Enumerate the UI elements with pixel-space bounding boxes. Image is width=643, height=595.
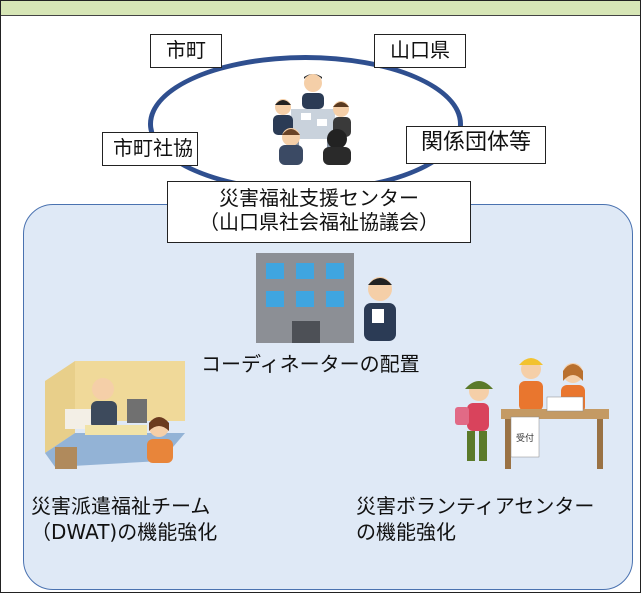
- center-organization: （山口県社会福祉協議会）: [199, 210, 439, 234]
- disaster-welfare-center-label: 災害福祉支援センター （山口県社会福祉協議会）: [167, 181, 471, 243]
- volunteer-caption-line2: の機能強化: [356, 520, 456, 544]
- evacuation-shelter-icon: [45, 361, 185, 469]
- volunteer-center-caption: 災害ボランティアセンター の機能強化: [356, 493, 594, 545]
- building-coordinator-icon: [256, 253, 396, 343]
- center-name: 災害福祉支援センター: [219, 186, 419, 210]
- volunteer-reception-icon: 受付: [455, 358, 609, 469]
- volunteer-caption-line1: 災害ボランティアセンター: [356, 494, 595, 518]
- related-groups-label: 関係団体等: [406, 126, 546, 164]
- dwat-caption: 災害派遣福祉チーム （DWAT)の機能強化: [31, 493, 217, 545]
- city-social-welfare-label: 市町社協: [102, 132, 198, 166]
- coordinator-caption: コーディネーターの配置: [201, 352, 420, 376]
- dwat-caption-line1: 災害派遣福祉チーム: [31, 494, 211, 518]
- dwat-caption-line2: （DWAT)の機能強化: [31, 520, 218, 544]
- header-bar: [1, 1, 640, 16]
- prefecture-label: 山口県: [374, 34, 466, 68]
- meeting-people-icon: [273, 74, 351, 165]
- reception-sign-text: 受付: [516, 432, 534, 444]
- city-label: 市町: [150, 34, 222, 68]
